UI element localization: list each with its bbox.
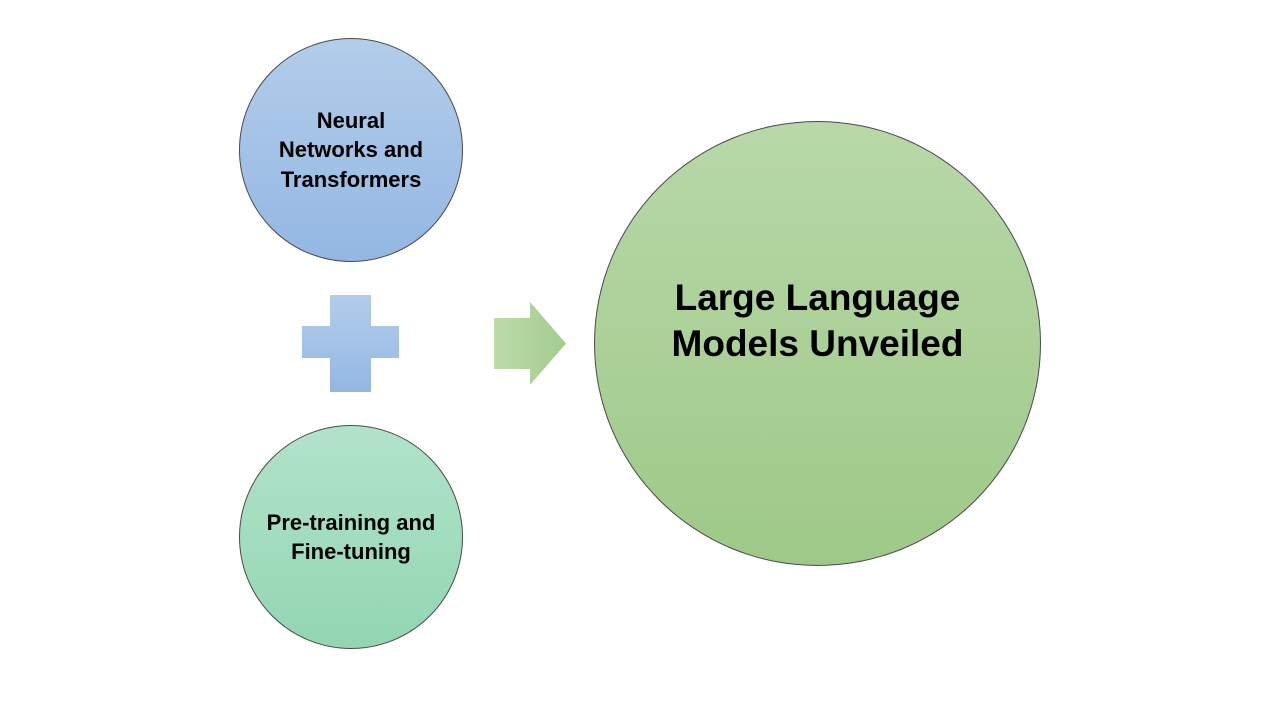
output-circle-llm: Large Language Models Unveiled [594,121,1041,566]
plus-icon [302,295,399,392]
input-circle-neural-networks: Neural Networks and Transformers [239,38,463,262]
diagram-title: Large Language Models Unveiled [671,277,964,364]
input-label-neural-networks: Neural Networks and Transformers [278,107,424,192]
input-label-pre-training: Pre-training and Fine-tuning [266,509,436,565]
arrow-right-icon [494,302,566,385]
input-circle-pre-training: Pre-training and Fine-tuning [239,425,463,649]
